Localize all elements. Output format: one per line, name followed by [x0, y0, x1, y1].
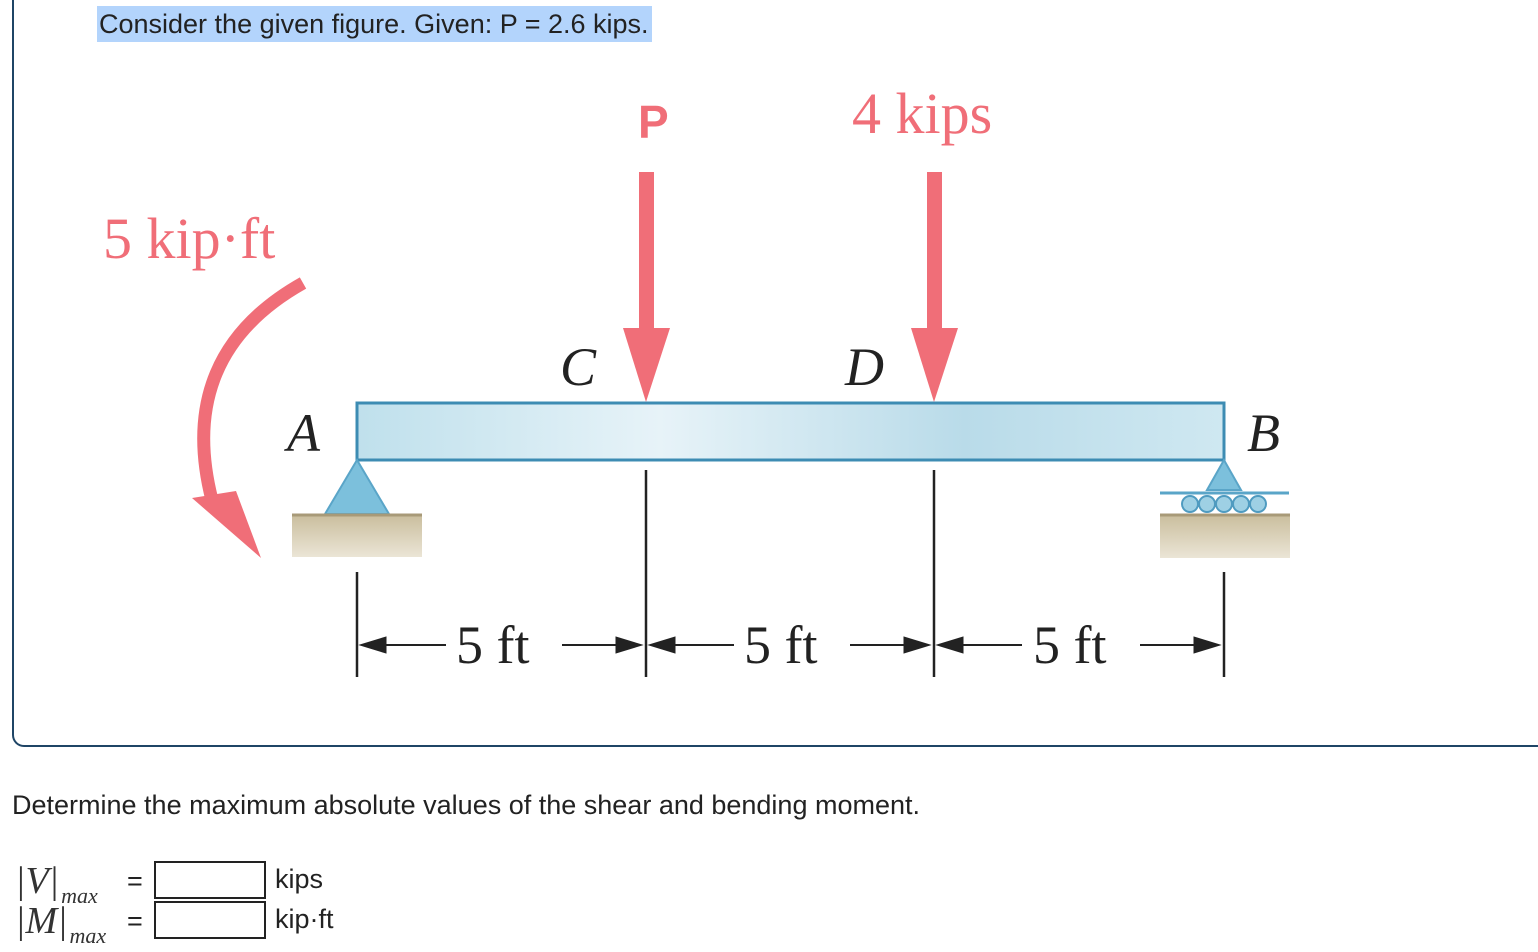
dimension-label-2: 5 ft [744, 615, 818, 675]
load-arrow-p [623, 172, 670, 402]
dimension-label-3: 5 ft [1033, 615, 1107, 675]
roller-support-b [1160, 457, 1289, 513]
shear-unit-label: kips [275, 864, 324, 894]
couple-moment-label: 5 kip·ft [103, 206, 275, 271]
point-c-label: C [560, 337, 597, 397]
load-4kips-label: 4 kips [852, 81, 992, 146]
load-p-label: P [638, 96, 669, 148]
point-b-label: B [1247, 403, 1280, 463]
problem-intro-text: Consider the given figure. Given: P = 2.… [97, 6, 652, 42]
beam-figure: P 4 kips 5 kip·ft A B C D 5 ft 5 ft 5 ft [103, 81, 1290, 677]
load-arrow-4kips [911, 172, 958, 402]
point-d-label: D [844, 337, 884, 397]
couple-moment-arrow [192, 277, 307, 558]
shear-max-input[interactable] [154, 861, 266, 899]
dimension-lines [355, 470, 1226, 677]
ground-a [292, 514, 422, 557]
moment-max-input[interactable] [154, 901, 266, 939]
point-a-label: A [284, 403, 321, 463]
question-panel [12, 0, 1538, 747]
moment-unit-label: kip·ft [275, 904, 334, 934]
ground-b [1160, 514, 1290, 558]
dimension-label-1: 5 ft [456, 615, 530, 675]
pin-support-a [323, 458, 391, 515]
moment-symbol: |M|max [15, 900, 107, 948]
shear-equals-sign: = [127, 866, 143, 896]
shear-symbol: |V|max [15, 860, 98, 908]
beam [355, 401, 1226, 462]
moment-equals-sign: = [127, 906, 143, 936]
question-text: Determine the maximum absolute values of… [12, 790, 920, 820]
